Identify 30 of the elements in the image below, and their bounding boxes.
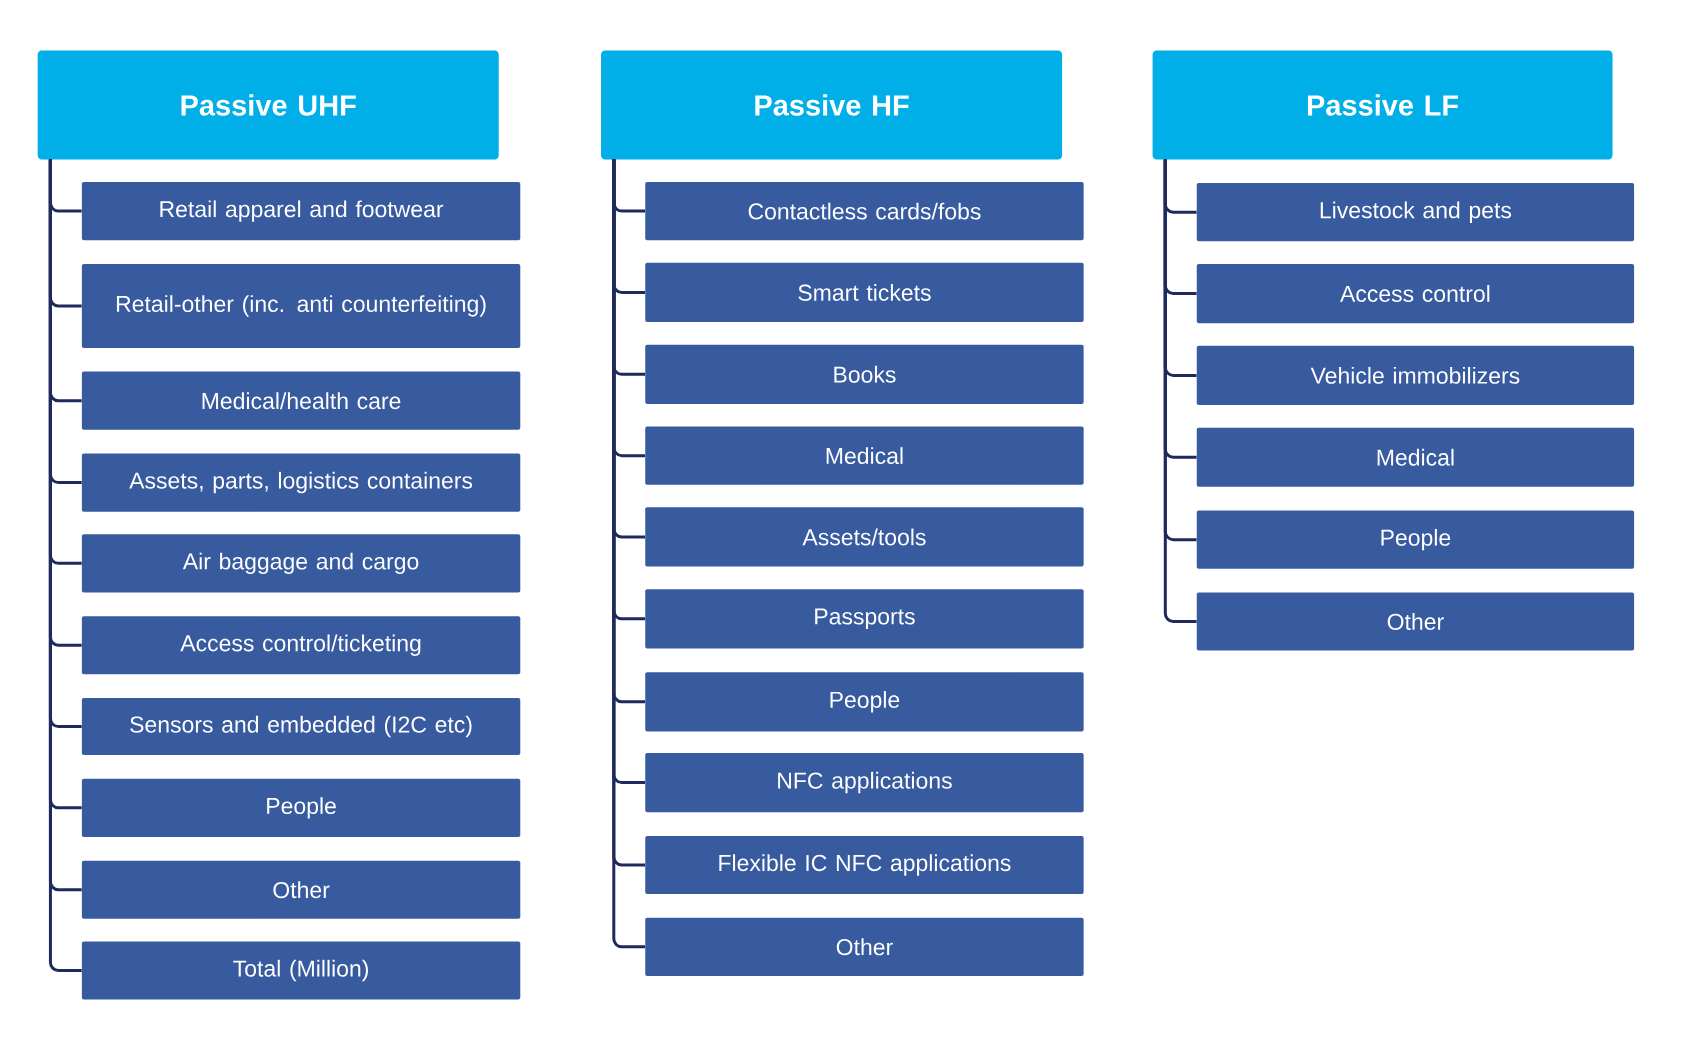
category-box: Other	[81, 860, 521, 919]
header-box: Passive LF	[1152, 50, 1613, 160]
category-box: Medical	[645, 426, 1084, 485]
header-box: Passive HF	[601, 50, 1063, 160]
category-box: Vehicle immobilizers	[1196, 345, 1635, 405]
category-box: Smart tickets	[645, 262, 1084, 322]
category-box: Access control/ticketing	[81, 616, 521, 675]
category-box: Other	[1196, 592, 1635, 651]
category-box: Passports	[645, 589, 1084, 649]
category-box: Access control	[1196, 263, 1635, 324]
category-box: Sensors and embedded (I2C etc)	[81, 697, 521, 755]
category-box: Air baggage and cargo	[81, 534, 521, 593]
connector-line	[1163, 159, 1197, 623]
category-box: Medical	[1196, 427, 1635, 487]
category-box: Contactless cards/fobs	[645, 181, 1084, 241]
category-box: Other	[645, 917, 1084, 976]
category-box: Flexible IC NFC applications	[645, 835, 1084, 894]
category-box: NFC applications	[645, 752, 1084, 813]
category-box: Assets, parts, logistics containers	[81, 453, 521, 512]
category-box: Total (Million)	[81, 941, 521, 1000]
category-box: People	[1196, 510, 1635, 569]
category-box: Livestock and pets	[1196, 183, 1635, 242]
category-box: Retail apparel and footwear	[81, 181, 521, 241]
category-box: Assets/tools	[645, 507, 1084, 567]
category-box: Books	[645, 344, 1084, 404]
category-box: People	[81, 778, 521, 837]
category-box: Medical/health care	[81, 371, 521, 430]
category-box: Retail-other (inc. anti counterfeiting)	[81, 263, 521, 348]
header-box: Passive UHF	[37, 50, 499, 160]
category-box: People	[645, 672, 1084, 732]
